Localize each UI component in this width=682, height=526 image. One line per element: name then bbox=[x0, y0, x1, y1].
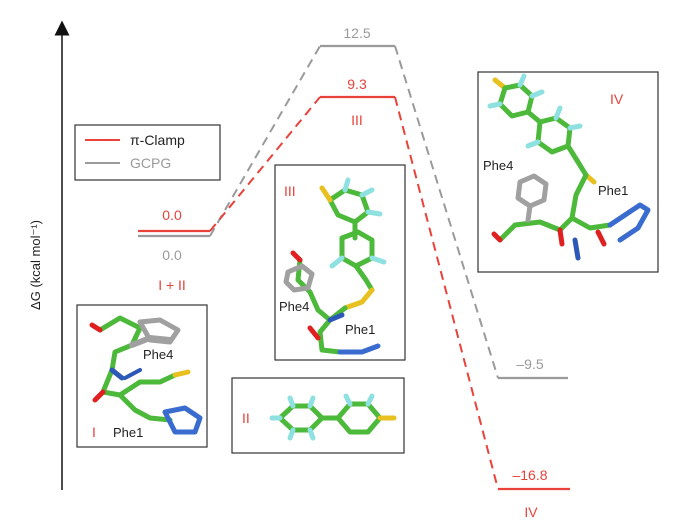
molecule-i bbox=[89, 315, 203, 435]
legend: π-Clamp GCPG bbox=[74, 124, 221, 181]
panel-iii-tag: III bbox=[284, 183, 296, 199]
legend-label-gcpg: GCPG bbox=[130, 155, 171, 171]
legend-label-pi-clamp: π-Clamp bbox=[130, 132, 185, 148]
panel-ii-tag: II bbox=[242, 410, 250, 426]
panel-i-res-phe1: Phe1 bbox=[113, 425, 143, 440]
panel-iv-res-phe4: Phe4 bbox=[483, 158, 513, 173]
connector-red-down bbox=[394, 96, 499, 490]
connector-gray-up bbox=[209, 45, 321, 237]
value-end-gray: –9.5 bbox=[516, 356, 543, 372]
panel-iii-res-phe4: Phe4 bbox=[279, 299, 309, 314]
connector-gray-down bbox=[394, 45, 499, 379]
value-start-gray: 0.0 bbox=[162, 247, 182, 263]
y-axis-label: ΔG (kcal mol⁻¹) bbox=[28, 220, 43, 310]
panel-i-tag: I bbox=[92, 424, 96, 440]
value-ts-gray: 12.5 bbox=[343, 25, 370, 41]
panel-structure-iv: IV Phe4 Phe1 bbox=[477, 71, 659, 273]
label-end-species: IV bbox=[524, 504, 538, 520]
panel-iii-res-phe1: Phe1 bbox=[345, 322, 375, 337]
value-start-red: 0.0 bbox=[162, 207, 182, 223]
molecule-iii bbox=[283, 177, 387, 355]
panel-i-res-phe4: Phe4 bbox=[143, 347, 173, 362]
molecule-ii bbox=[269, 393, 397, 441]
molecule-iv bbox=[487, 73, 651, 261]
panel-iv-tag: IV bbox=[610, 91, 624, 107]
label-start-species: I + II bbox=[158, 277, 186, 293]
panel-structure-i: I Phe4 Phe1 bbox=[76, 304, 208, 448]
panel-iv-res-phe1: Phe1 bbox=[598, 183, 628, 198]
panel-structure-iii: III Phe4 Phe1 bbox=[274, 164, 406, 361]
value-end-red: –16.8 bbox=[512, 467, 547, 483]
panel-structure-ii: II bbox=[231, 377, 405, 454]
label-ts-species: III bbox=[351, 112, 363, 128]
value-ts-red: 9.3 bbox=[347, 76, 367, 92]
